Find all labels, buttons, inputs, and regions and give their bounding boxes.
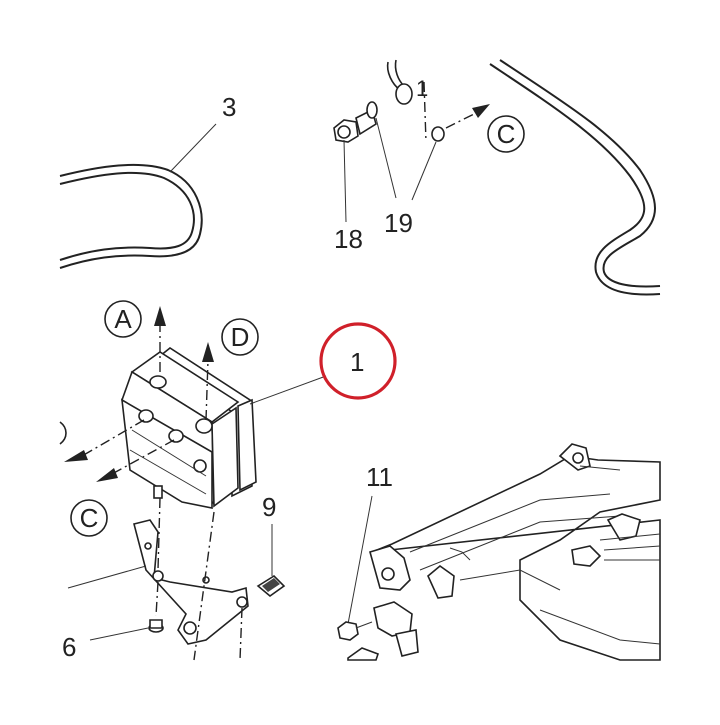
- highlight-circle: [319, 322, 397, 400]
- mounting-bracket: [67, 497, 249, 661]
- callout-6: 6: [62, 632, 76, 662]
- arrow-to-c-top: [445, 104, 490, 129]
- brake-line-right: [489, 59, 661, 296]
- arrow-to-a: [154, 306, 166, 372]
- callout-3: 3: [222, 92, 236, 122]
- bolt-6: [89, 581, 164, 641]
- callout-1: 1: [350, 347, 364, 377]
- connector-c-bottom: C: [70, 499, 108, 537]
- connector-d: D: [221, 318, 259, 356]
- arrow-to-d: [202, 342, 214, 421]
- bolt-18: [333, 108, 377, 223]
- hose-fitting: [386, 59, 413, 105]
- callout-18: 18: [334, 224, 363, 254]
- washer-19-left: [366, 101, 397, 199]
- washer-19-right: [411, 126, 445, 201]
- callout-9: 9: [262, 492, 276, 522]
- subframe: [347, 443, 661, 661]
- svg-text:C: C: [80, 503, 99, 533]
- callout-1-top: 1: [416, 76, 428, 101]
- clip-nut-9: [256, 524, 286, 598]
- svg-text:A: A: [114, 304, 132, 334]
- svg-text:C: C: [497, 119, 516, 149]
- arrow-to-c-bottom: [96, 439, 175, 482]
- callout-19: 19: [384, 208, 413, 238]
- arrow-to-left: [59, 419, 145, 462]
- svg-text:D: D: [231, 322, 250, 352]
- connector-c-top: C: [487, 115, 525, 153]
- brake-line-3: [59, 123, 217, 269]
- connector-a: A: [104, 300, 142, 338]
- callout-11: 11: [366, 462, 393, 492]
- abs-modulator-1: [121, 347, 327, 509]
- bolt-11: [337, 495, 373, 641]
